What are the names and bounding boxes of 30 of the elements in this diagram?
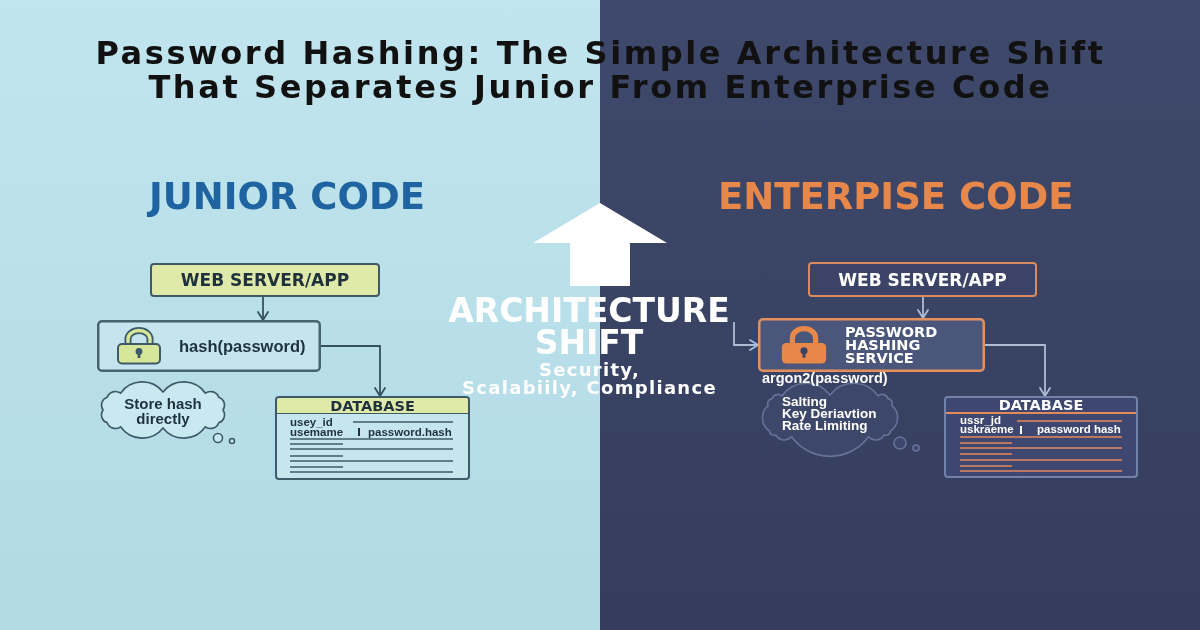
field-name: usey_id (290, 417, 334, 427)
component-label: hash(password) (179, 336, 307, 356)
bubble-text: Key Deriavtion (782, 408, 878, 420)
arrow (733, 321, 759, 351)
arrow (917, 296, 929, 319)
table-header: DATABASE (277, 398, 468, 414)
component-label: WEB SERVER/APP (180, 270, 350, 290)
process-box (808, 262, 1037, 297)
process-box (150, 263, 380, 297)
bubble-text: Rate Limiting (782, 420, 869, 432)
database-table (944, 396, 1138, 478)
database-table (275, 396, 470, 480)
section-heading: JUNIOR CODE (149, 177, 426, 217)
component-label: WEB SERVER/APP (838, 269, 1007, 290)
table-header: DATABASE (946, 398, 1136, 414)
field-name: password hash (1037, 425, 1122, 434)
section-heading: ENTERPISE CODE (718, 177, 1075, 217)
arrow (257, 296, 269, 321)
component-label: PASSWORD HASHING SERVICE (845, 325, 939, 365)
field-name: password.hash (368, 427, 453, 437)
arrow (320, 345, 386, 397)
process-box (758, 318, 985, 372)
field-name: usemame (290, 427, 345, 437)
field-name: ussr_jd (960, 416, 1001, 425)
field-name: uskraeme (960, 425, 1015, 434)
process-box (97, 320, 321, 372)
bubble-text: Salting (782, 396, 828, 408)
function-label: argon2(password) (762, 371, 889, 385)
bubble-text: Store hash directly (123, 396, 203, 426)
arrow (984, 344, 1051, 397)
